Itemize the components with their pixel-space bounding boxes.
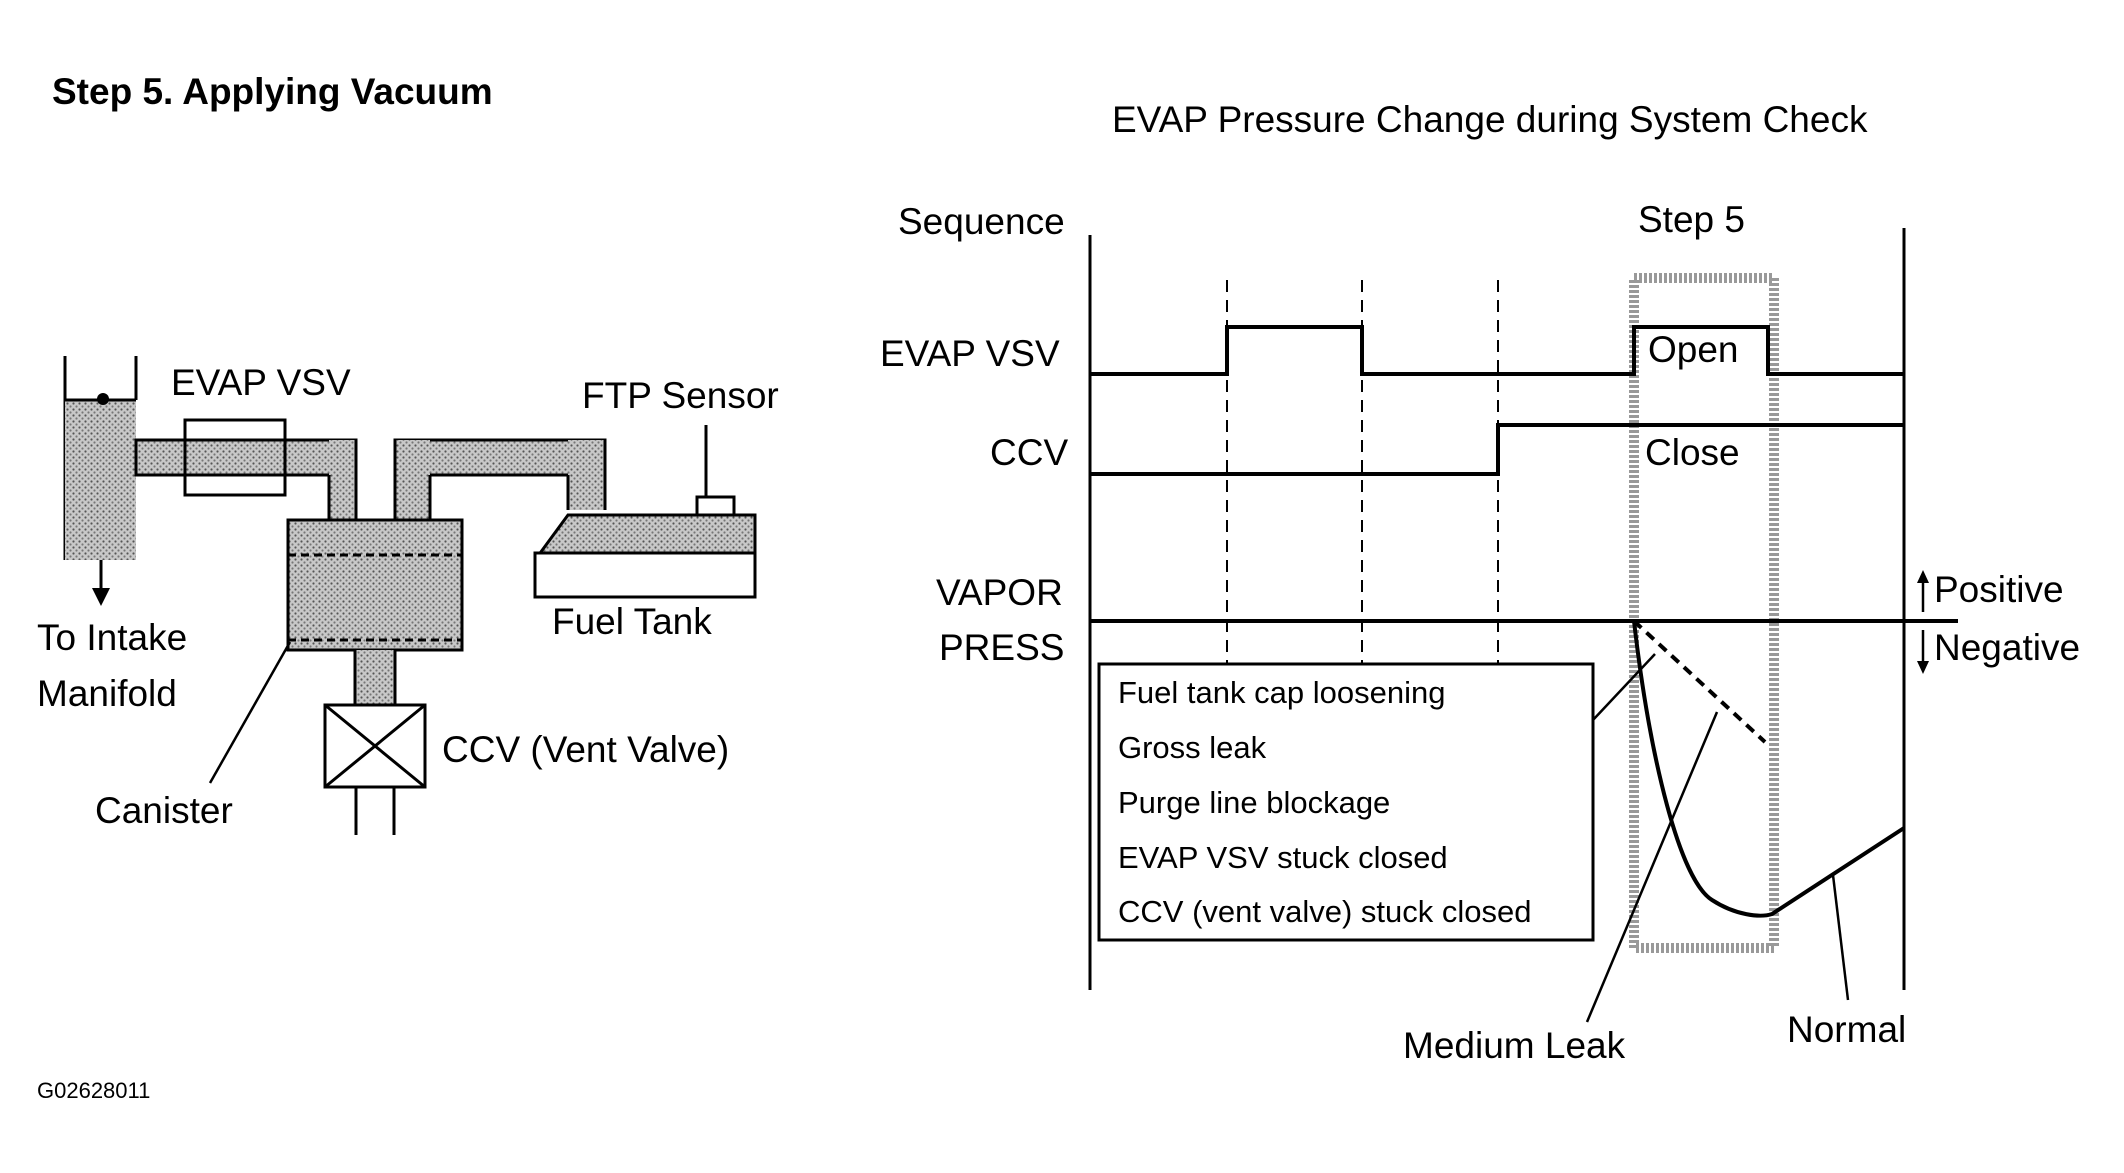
positive-label: Positive — [1934, 569, 2064, 610]
vsv-passage — [134, 438, 358, 477]
state-open: Open — [1648, 329, 1739, 370]
legend-item-1: Fuel tank cap loosening — [1118, 675, 1445, 710]
legend-leader — [1592, 653, 1656, 721]
step5-label: Step 5 — [1638, 199, 1745, 240]
ccv-signal — [1090, 423, 1904, 476]
label-to-intake-2: Manifold — [37, 673, 177, 714]
label-ccv: CCV (Vent Valve) — [442, 729, 729, 770]
legend-item-3: Purge line blockage — [1118, 785, 1390, 820]
left-diagram: Step 5. Applying Vacuum — [37, 71, 779, 835]
row-vapor-1: VAPOR — [936, 572, 1063, 613]
label-evap-vsv: EVAP VSV — [171, 362, 351, 403]
fuel-tank — [533, 551, 757, 599]
label-canister: Canister — [95, 790, 233, 831]
row-ccv: CCV — [990, 432, 1068, 473]
row-vapor-2: PRESS — [939, 627, 1064, 668]
state-close: Close — [1645, 432, 1740, 473]
left-title: Step 5. Applying Vacuum — [52, 71, 493, 112]
canister-outlet — [355, 650, 395, 705]
medium-leak-curve — [1632, 619, 1767, 744]
figure-id: G02628011 — [37, 1078, 150, 1103]
evap-vsv-box — [183, 418, 287, 497]
label-fuel-tank: Fuel Tank — [552, 601, 712, 642]
negative-label: Negative — [1934, 627, 2080, 668]
intake-port-dot — [97, 393, 109, 405]
label-to-intake-1: To Intake — [37, 617, 187, 658]
canister-leader — [208, 641, 292, 784]
fault-legend-box — [1097, 662, 1595, 942]
legend-item-2: Gross leak — [1118, 730, 1267, 765]
right-title: EVAP Pressure Change during System Check — [1112, 99, 1868, 140]
normal-leader — [1831, 874, 1850, 1001]
normal-curve — [1632, 620, 1906, 918]
legend-item-5: CCV (vent valve) stuck closed — [1118, 894, 1531, 929]
medium-leak-leader — [1585, 711, 1719, 1023]
intake-column — [65, 400, 136, 560]
label-ftp-sensor: FTP Sensor — [582, 375, 779, 416]
legend-item-4: EVAP VSV stuck closed — [1118, 840, 1448, 875]
ftp-sensor — [695, 495, 736, 517]
sequence-label: Sequence — [898, 201, 1065, 242]
right-diagram: EVAP Pressure Change during System Check… — [880, 99, 2080, 1066]
row-evap-vsv: EVAP VSV — [880, 333, 1060, 374]
normal-label: Normal — [1787, 1009, 1906, 1050]
medium-leak-label: Medium Leak — [1403, 1025, 1626, 1066]
canister-body — [286, 518, 464, 652]
evap-vsv-signal — [1090, 325, 1904, 376]
step5-window — [1629, 273, 1779, 953]
